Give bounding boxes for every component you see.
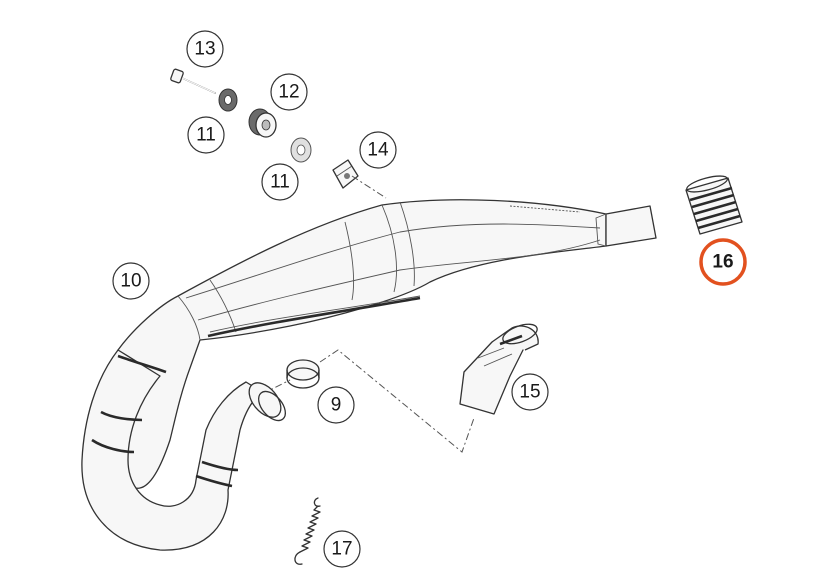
callout-11-upper-label: 11 [196,125,216,146]
callout-15-label: 15 [519,382,540,403]
callout-11-lower[interactable]: 11 [261,163,299,201]
part-16-silencer-sleeve[interactable] [685,173,743,235]
callout-14[interactable]: 14 [359,131,397,169]
callout-9-label: 9 [331,395,342,416]
callout-10-label: 10 [120,271,141,292]
callout-16[interactable]: 16 [699,238,747,286]
part-14-clip-nut[interactable] [332,159,359,189]
part-17-spring[interactable] [294,497,321,565]
callout-10[interactable]: 10 [112,262,150,300]
part-12-grommet[interactable] [248,108,277,138]
callout-13[interactable]: 13 [186,30,224,68]
part-10-header-flange [248,382,286,422]
part-11-washer-lower[interactable] [290,137,312,163]
callout-12[interactable]: 12 [270,73,308,111]
callout-16-label: 16 [712,252,733,273]
part-13-bolt[interactable] [170,68,216,94]
leader-9-15 [319,349,475,453]
callout-13-label: 13 [194,39,215,60]
callout-11-lower-label: 11 [270,172,290,193]
callout-12-label: 12 [278,82,299,103]
part-10-exhaust-pipe[interactable] [81,199,657,551]
callout-14-label: 14 [367,140,389,161]
part-9-o-ring[interactable] [286,359,320,389]
callout-17-label: 17 [331,539,352,560]
callout-17[interactable]: 17 [323,530,361,568]
callout-9[interactable]: 9 [317,386,355,424]
leader-14 [351,175,387,199]
part-15-manifold-sleeve[interactable] [459,320,540,415]
callout-15[interactable]: 15 [511,373,549,411]
part-11-washer-upper[interactable] [218,88,238,112]
callout-11-upper[interactable]: 11 [187,116,225,154]
